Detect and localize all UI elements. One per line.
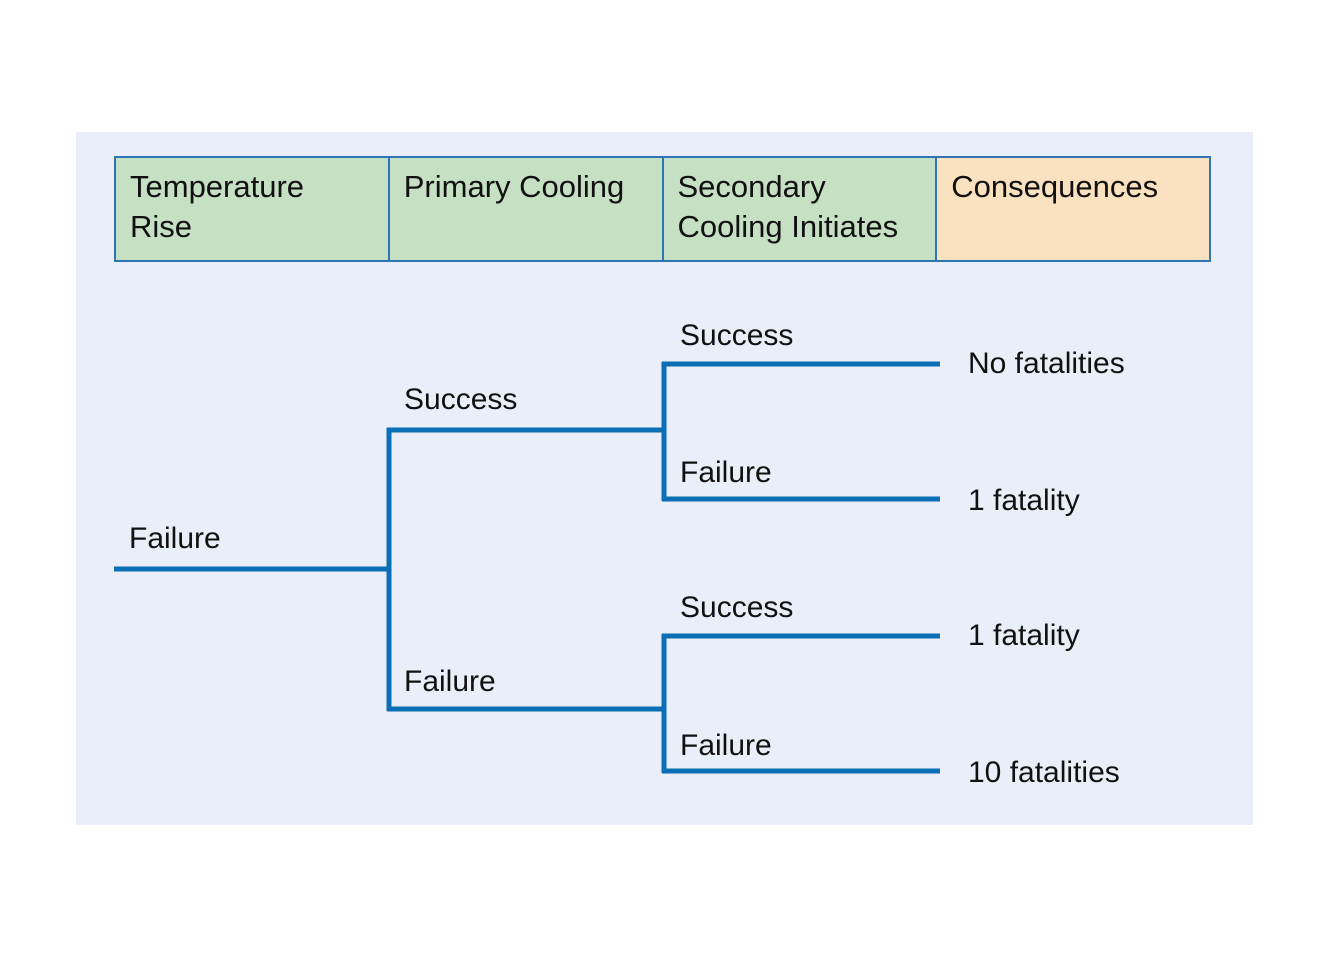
- label-root-failure: Failure: [129, 522, 221, 555]
- label-secondary-upper-failure: Failure: [680, 456, 772, 489]
- consequence-4: 10 fatalities: [968, 756, 1120, 789]
- stage-header-row: Temperature Rise Primary Cooling Seconda…: [114, 156, 1217, 262]
- label-secondary-upper-success: Success: [680, 319, 794, 352]
- header-secondary-cooling: Secondary Cooling Initiates: [661, 156, 938, 262]
- label-primary-failure: Failure: [404, 665, 496, 698]
- header-consequences: Consequences: [935, 156, 1211, 262]
- consequence-1: No fatalities: [968, 347, 1125, 380]
- label-primary-success: Success: [404, 383, 518, 416]
- header-primary-cooling: Primary Cooling: [387, 156, 664, 262]
- label-secondary-lower-success: Success: [680, 591, 794, 624]
- consequence-2: 1 fatality: [968, 484, 1080, 517]
- label-secondary-lower-failure: Failure: [680, 729, 772, 762]
- header-temperature-rise: Temperature Rise: [114, 156, 390, 262]
- consequence-3: 1 fatality: [968, 619, 1080, 652]
